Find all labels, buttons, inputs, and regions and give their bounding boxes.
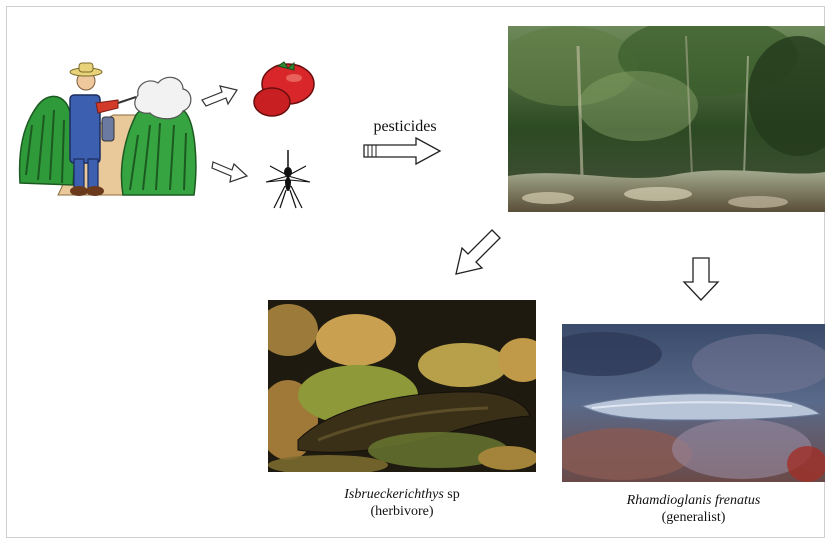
herbivore-species-name: Isbrueckerichthys bbox=[344, 487, 444, 502]
generalist-caption: Rhamdioglanis frenatus (generalist) bbox=[562, 492, 825, 526]
arrow-to-herbivore-icon bbox=[452, 226, 504, 278]
generalist-species-name: Rhamdioglanis frenatus bbox=[627, 493, 761, 508]
arrow-to-generalist-icon bbox=[680, 256, 722, 302]
stream-photo bbox=[508, 26, 825, 212]
tomato-icon bbox=[248, 58, 318, 120]
herbivore-role: (herbivore) bbox=[268, 503, 536, 520]
mosquito-icon bbox=[262, 146, 314, 212]
generalist-fish-photo bbox=[562, 324, 825, 482]
arrow-to-mosquito-icon bbox=[210, 156, 250, 186]
pesticides-label: pesticides bbox=[360, 118, 450, 135]
arrow-to-tomato-icon bbox=[200, 82, 240, 110]
generalist-role: (generalist) bbox=[562, 509, 825, 526]
herbivore-species-suffix: sp bbox=[444, 487, 460, 502]
herbivore-fish-photo bbox=[268, 300, 536, 472]
herbivore-caption: Isbrueckerichthys sp (herbivore) bbox=[268, 486, 536, 520]
farmer-icon bbox=[18, 55, 198, 200]
pesticide-arrow-icon bbox=[362, 136, 442, 166]
